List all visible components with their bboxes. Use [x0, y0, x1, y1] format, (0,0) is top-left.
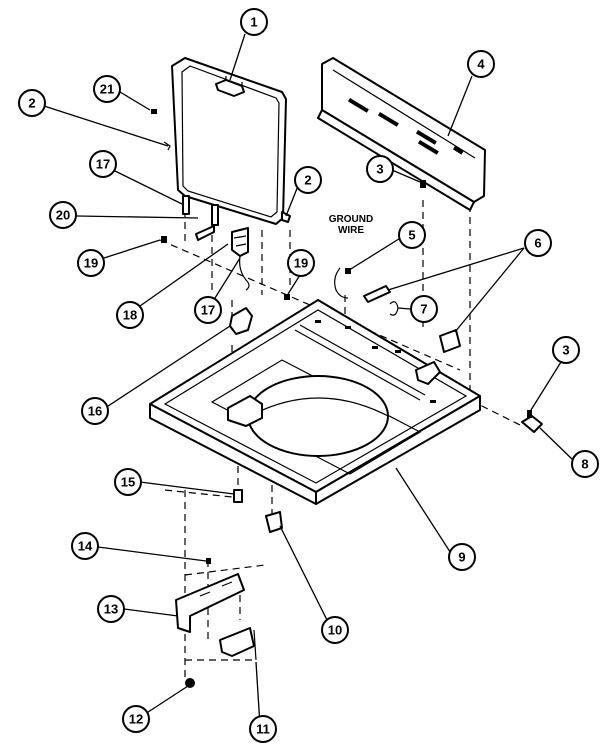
callout-15-number: 15: [121, 475, 135, 490]
callout-10: 10: [321, 616, 349, 644]
callout-4: 4: [467, 50, 495, 78]
leader-lines: [43, 33, 575, 727]
top-panel-part-9: [149, 299, 481, 505]
callout-2b: 2: [294, 166, 322, 194]
callout-16-number: 16: [88, 404, 102, 419]
callout-10-number: 10: [328, 623, 342, 638]
callout-2a: 2: [18, 89, 46, 117]
callout-13-number: 13: [104, 602, 118, 617]
callout-14: 14: [71, 532, 99, 560]
callout-20: 20: [49, 201, 77, 229]
callout-1: 1: [240, 8, 268, 36]
ground-wire-line-1: GROUND: [329, 214, 373, 225]
callout-9-number: 9: [458, 550, 465, 565]
callout-20-number: 20: [56, 208, 70, 223]
callout-19b: 19: [287, 249, 315, 277]
callout-7-number: 7: [420, 302, 427, 317]
callout-12-number: 12: [129, 712, 143, 727]
callout-15: 15: [114, 468, 142, 496]
callout-8: 8: [571, 450, 599, 478]
callout-5: 5: [398, 221, 426, 249]
callout-2a-number: 2: [28, 96, 35, 111]
ground-wire-line-2: WIRE: [338, 225, 364, 236]
callout-16: 16: [81, 397, 109, 425]
callout-8-number: 8: [581, 457, 588, 472]
callout-17a-number: 17: [96, 157, 110, 172]
callout-18-number: 18: [123, 308, 137, 323]
callout-6-number: 6: [534, 236, 541, 251]
callout-17a: 17: [89, 150, 117, 178]
callout-3a-number: 3: [376, 162, 383, 177]
ground-wire-label: GROUND WIRE: [329, 214, 373, 236]
callout-19b-number: 19: [294, 256, 308, 271]
callout-11-number: 11: [256, 722, 270, 737]
callout-6: 6: [524, 229, 552, 257]
callout-3b-number: 3: [562, 343, 569, 358]
callout-19a-number: 19: [84, 256, 98, 271]
callout-21-number: 21: [100, 82, 114, 97]
callout-7: 7: [410, 295, 438, 323]
callout-19a: 19: [77, 249, 105, 277]
callout-5-number: 5: [408, 228, 415, 243]
callout-18: 18: [116, 301, 144, 329]
callout-1-number: 1: [250, 15, 257, 30]
lid-part-1: [171, 57, 287, 225]
callout-3b: 3: [552, 336, 580, 364]
callout-13: 13: [97, 595, 125, 623]
callout-11: 11: [249, 715, 277, 743]
callout-17b: 17: [194, 296, 222, 324]
callout-4-number: 4: [477, 57, 485, 72]
callout-3a: 3: [366, 155, 394, 183]
callout-12: 12: [122, 705, 150, 733]
callout-14-number: 14: [78, 539, 93, 554]
callout-9: 9: [448, 543, 476, 571]
callout-17b-number: 17: [201, 303, 215, 318]
callout-21: 21: [93, 75, 121, 103]
backsplash-part-4: [317, 57, 486, 211]
callout-2b-number: 2: [304, 173, 311, 188]
